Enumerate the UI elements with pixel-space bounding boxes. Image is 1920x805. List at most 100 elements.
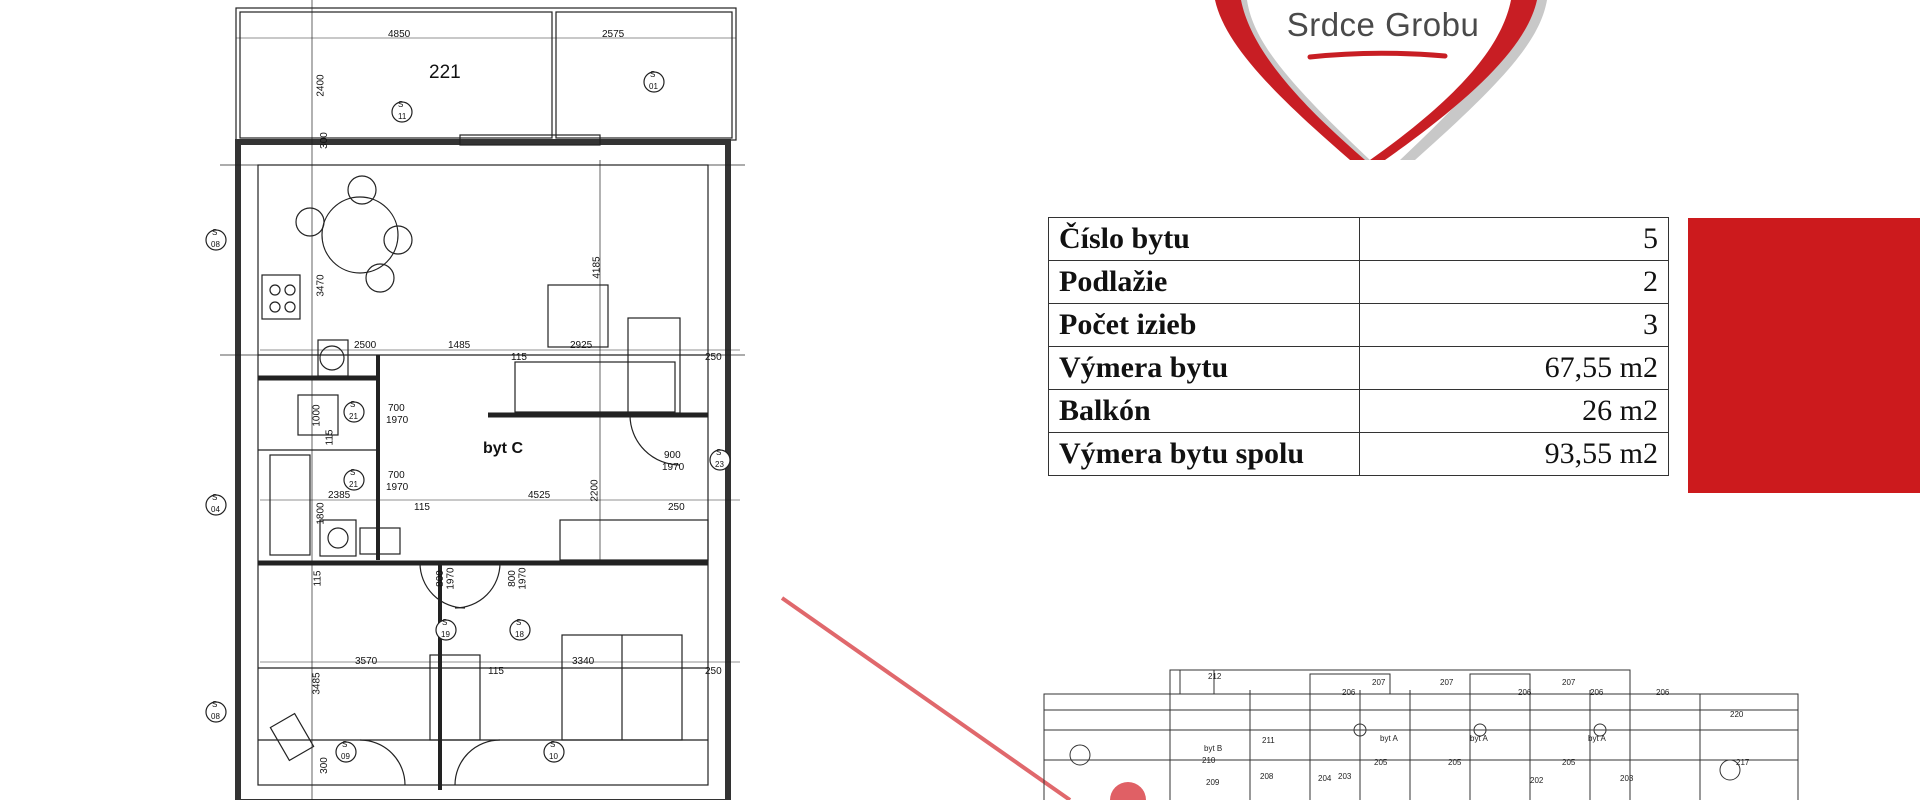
key-plan-room-label: 208 [1260,772,1274,781]
key-plan-room-label: 204 [1318,774,1332,783]
dimension-label: 900 [664,450,681,461]
key-plan-room-label: 203 [1338,772,1352,781]
dimension-label: 250 [705,352,722,363]
section-mark: S [398,100,404,109]
table-cell-value: 5 [1359,217,1669,261]
dimension-label: 3470 [315,274,327,297]
dimension-label: 300 [318,757,330,774]
section-mark-num: 23 [715,460,724,469]
dimension-label: 115 [488,666,504,677]
key-plan-room-label: 209 [1206,778,1220,787]
key-plan-room-label: 202 [1530,776,1544,785]
logo [1205,0,1565,165]
key-plan-room-label: byt A [1470,734,1488,743]
key-plan-room-label: 206 [1342,688,1356,697]
key-plan-room-label: byt A [1380,734,1398,743]
key-plan-room-label: 210 [1202,756,1216,765]
section-mark-num: 11 [398,112,407,121]
dimension-label: 800 [434,570,446,587]
dimension-label: 2200 [589,479,601,502]
key-plan: 212 207 207 207 206 206 206 206 220 210 … [1040,660,1802,805]
key-plan-room-label: 205 [1448,758,1462,767]
apartment-label: byt C [483,440,523,457]
table-cell-value: 26 m2 [1359,389,1669,433]
table-row: Číslo bytu 5 [1048,217,1669,261]
section-mark-num: 19 [441,630,450,639]
section-mark-num: 04 [211,505,220,514]
section-mark: S [212,493,218,502]
table-cell-label: Balkón [1048,389,1360,433]
table-cell-value: 93,55 m2 [1359,432,1669,476]
table-cell-value: 67,55 m2 [1359,346,1669,390]
key-plan-room-label: 217 [1736,758,1750,767]
section-mark-num: 21 [349,412,358,421]
table-row: Balkón 26 m2 [1048,389,1669,433]
room-number: 221 [429,62,461,83]
dimension-label: 2575 [602,29,625,40]
dimension-label: 2500 [354,340,377,351]
table-row: Výmera bytu spolu 93,55 m2 [1048,432,1669,476]
section-mark-num: 01 [649,82,658,91]
section-mark: S [342,740,348,749]
table-row: Počet izieb 3 [1048,303,1669,347]
key-plan-room-label: 203 [1620,774,1634,783]
key-plan-drawing [1043,669,1799,805]
section-mark: S [650,70,656,79]
section-mark: S [442,618,448,627]
key-plan-room-label: 207 [1562,678,1576,687]
table-row: Výmera bytu 67,55 m2 [1048,346,1669,390]
key-plan-room-label: 205 [1562,758,1576,767]
dimension-label: 1970 [386,482,409,493]
apartment-info-table: Číslo bytu 5 Podlažie 2 Počet izieb 3 Vý… [1048,217,1669,476]
dimension-label: 700 [388,470,405,481]
section-mark-num: 09 [341,752,350,761]
dimension-label: 3485 [311,672,323,695]
section-mark-num: 10 [549,752,558,761]
table-cell-label: Číslo bytu [1048,217,1360,261]
dimension-label: 4525 [528,490,551,501]
heart-logo-icon [1215,0,1547,160]
key-plan-room-label: 220 [1730,710,1744,719]
dimension-label: 1970 [662,462,685,473]
key-plan-room-label: 212 [1208,672,1222,681]
section-mark-num: 08 [211,240,220,249]
dimension-label: 2385 [328,490,351,501]
dimension-label: 2400 [315,74,327,97]
dimension-label: 250 [705,666,722,677]
dimension-label: 300 [318,132,330,149]
dimension-label: 4850 [388,29,411,40]
dimension-label: 115 [414,502,430,513]
section-mark: S [212,228,218,237]
key-plan-room-label: 206 [1590,688,1604,697]
dimension-label: 2925 [570,340,593,351]
balcony-outline [235,7,737,141]
dimension-label: 800 [506,570,518,587]
key-plan-room-label: 211 [1262,736,1275,745]
accent-block [1688,218,1920,493]
section-mark: S [716,448,722,457]
dimension-label: 115 [511,352,527,363]
key-plan-room-label: 206 [1518,688,1532,697]
table-cell-label: Podlažie [1048,260,1360,304]
dimension-label: 3570 [355,656,378,667]
section-mark: S [350,468,356,477]
key-plan-room-label: 207 [1440,678,1454,687]
section-mark-num: 18 [515,630,524,639]
section-mark: S [516,618,522,627]
section-mark: S [212,700,218,709]
section-mark: S [550,740,556,749]
exterior-wall [235,139,731,800]
table-cell-value: 3 [1359,303,1669,347]
key-plan-room-label: 206 [1656,688,1670,697]
dimension-label: 1800 [315,502,327,525]
floor-plan: 221 byt C 4850 2575 2400 300 3470 4185 2… [200,0,745,800]
dimension-label: 1485 [448,340,471,351]
dimension-label: 115 [324,429,336,446]
dimension-label: 115 [312,570,324,587]
table-row: Podlažie 2 [1048,260,1669,304]
table-cell-value: 2 [1359,260,1669,304]
dimension-label: 3340 [572,656,595,667]
logo-text: Srdce Grobu [1286,6,1480,43]
table-cell-label: Výmera bytu [1048,346,1360,390]
key-plan-room-label: byt A [1588,734,1606,743]
